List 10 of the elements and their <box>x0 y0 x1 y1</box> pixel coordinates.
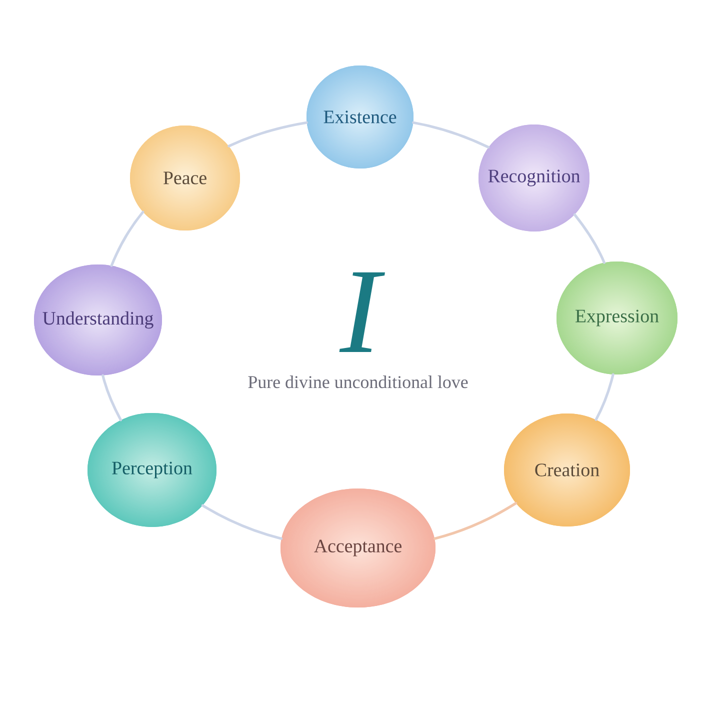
center-caption: Pure divine unconditional love <box>248 376 468 388</box>
ring-arc <box>110 210 144 267</box>
ring-arc <box>102 374 122 422</box>
ring-arc <box>433 502 518 540</box>
large-letter: I <box>339 272 385 352</box>
ring-arc <box>228 121 308 148</box>
ring-arc <box>573 213 606 264</box>
ring-arc <box>594 373 614 421</box>
ring-arc <box>201 504 283 540</box>
ring-arc <box>412 121 490 149</box>
